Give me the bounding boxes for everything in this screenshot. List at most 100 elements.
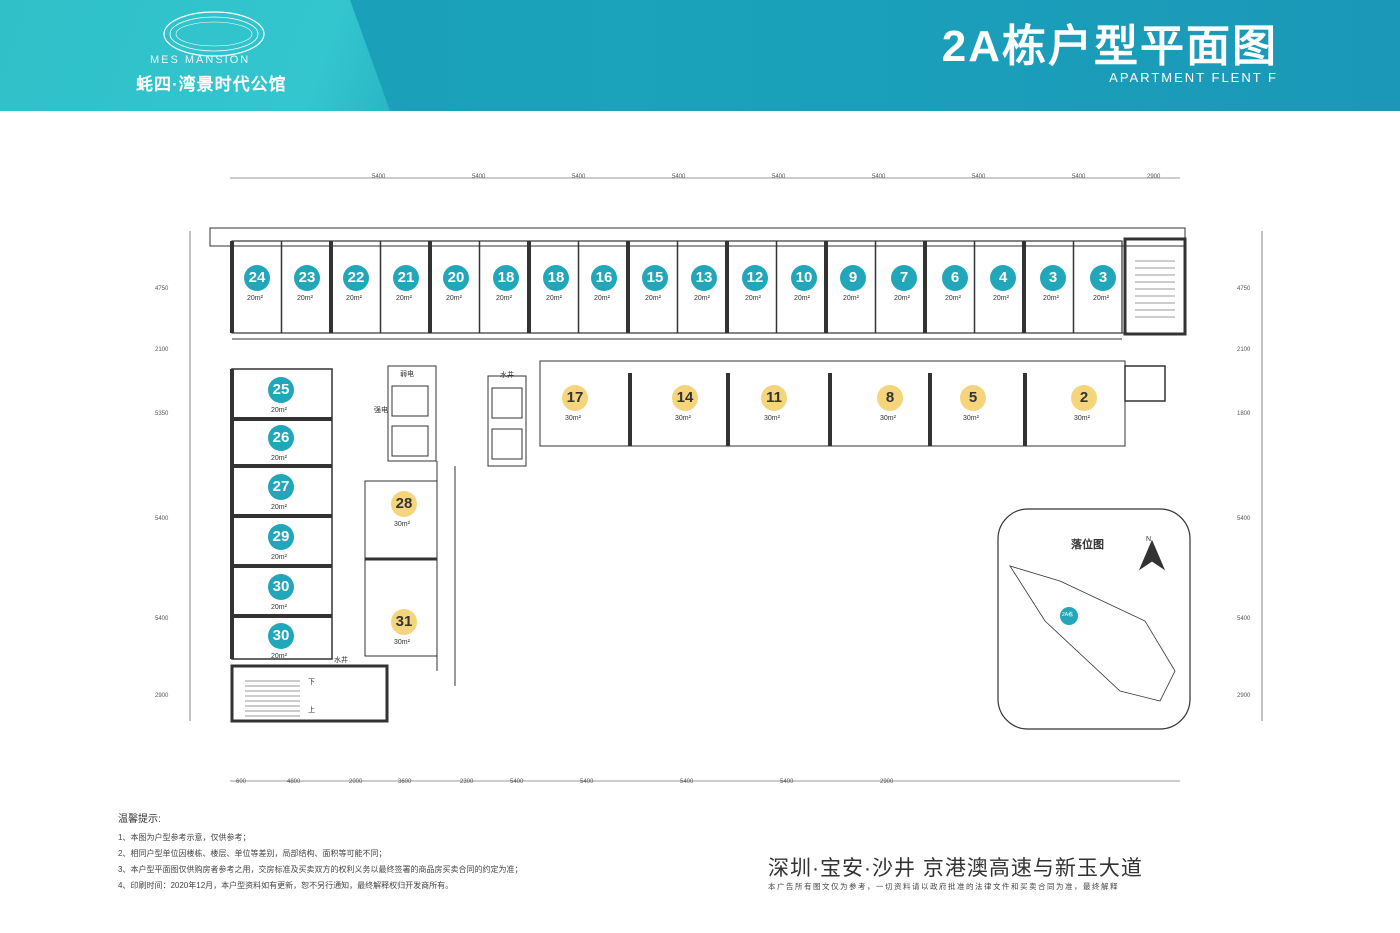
unit-badge-top-area: 20m² [297,295,313,302]
note-line: 1、本图为户型参考示意，仅供参考； [118,833,251,842]
brand-chinese: 蚝四·湾景时代公馆 [136,75,287,94]
project-location: 深圳·宝安·沙井 京港澳高速与新玉大道 [768,857,1143,880]
unit-badge-top-area: 20m² [694,295,710,302]
unit-badge-left-area: 20m² [271,407,287,414]
dimension-bottom: 5400 [580,779,594,785]
unit-badge-top-area: 20m² [1093,295,1109,302]
unit-badge-left: 29 [268,524,294,550]
unit-badge-left: 27 [268,474,294,500]
unit-badge-top-area: 20m² [1043,295,1059,302]
unit-badge-top: 15 [642,265,668,291]
unit-badge-mid: 14 [672,385,698,411]
unit-badge-top-area: 20m² [247,295,263,302]
unit-badge-top: 20 [443,265,469,291]
elevator-shaft [391,385,429,417]
dimension-left: 2100 [155,347,169,353]
note-line: 2、相同户型单位因楼栋、楼层、单位等差别，局部结构、面积等可能不同； [118,849,387,858]
dimension-top: 5400 [872,174,886,180]
unit-badge-top-area: 20m² [446,295,462,302]
unit-badge-mid-area: 30m² [963,415,979,422]
unit-badge-top: 18 [493,265,519,291]
unit-badge-mid: 2 [1071,385,1097,411]
unit-badge-top-area: 20m² [396,295,412,302]
unit-badge-left: 25 [268,377,294,403]
dimension-left: 2900 [155,693,169,699]
keymap-highlight [1060,607,1078,625]
elevator-core [387,365,437,462]
dimension-top: 2900 [1147,174,1161,180]
stair-block-bottom [230,664,389,723]
north-label: N [1146,536,1152,543]
keymap-title: 落位图 [1071,539,1104,551]
unit-badge-mid: 11 [761,385,787,411]
unit-badge-top-area: 20m² [843,295,859,302]
unit-badge-mid-area: 30m² [880,415,896,422]
unit-badge-top-area: 20m² [496,295,512,302]
brand-english: MES MANSION [150,54,251,66]
dimension-bottom: 5400 [510,779,524,785]
unit-badge-top: 23 [294,265,320,291]
unit-badge-left-area: 20m² [271,554,287,561]
unit-badge-left: 30 [268,623,294,649]
unit-badge-mid-area: 30m² [764,415,780,422]
stair-block-top [1123,237,1187,336]
strong-electric-label: 强电 [374,407,388,414]
unit-badge-mid-area: 30m² [565,415,581,422]
floor-plan-drawing [189,177,1263,782]
top-balcony-strip [209,227,1186,247]
keymap-site-outline [1009,565,1176,702]
unit-badge-core: 28 [391,491,417,517]
dimension-top: 5400 [972,174,986,180]
stair-down-label: 下 [308,679,315,686]
dimension-bottom: 2300 [460,779,474,785]
unit-badge-mid: 5 [960,385,986,411]
unit-badge-top: 7 [891,265,917,291]
dimension-left: 4750 [155,286,169,292]
unit-badge-top: 24 [244,265,270,291]
unit-badge-top-area: 20m² [546,295,562,302]
dimension-right: 5400 [1237,616,1251,622]
unit-badge-top: 4 [990,265,1016,291]
unit-badge-top: 6 [942,265,968,291]
header-banner: MES MANSION 蚝四·湾景时代公馆 2A栋户型平面图 APARTMENT… [0,0,1400,111]
keymap-tag: 2A栋 [1062,612,1074,618]
unit-badge-left: 30 [268,574,294,600]
unit-badge-left-area: 20m² [271,653,287,660]
unit-badge-top: 16 [591,265,617,291]
keymap-frame [997,508,1191,730]
unit-badge-mid: 17 [562,385,588,411]
unit-badge-mid-area: 30m² [675,415,691,422]
dimension-top: 5400 [572,174,586,180]
north-arrow-icon [1138,539,1166,571]
water-well-label-2: 水井 [334,657,348,664]
dimension-top: 5400 [772,174,786,180]
logo-ring-icon [163,11,265,57]
water-well-label: 水井 [500,372,514,379]
unit-badge-top: 18 [543,265,569,291]
stair-up-label: 上 [308,707,315,714]
unit-badge-top: 13 [691,265,717,291]
unit-badge-top-area: 20m² [346,295,362,302]
unit-badge-core: 31 [391,609,417,635]
dimension-left: 5400 [155,516,169,522]
notes-head: 温馨提示: [118,814,161,825]
unit-badge-top: 22 [343,265,369,291]
unit-badge-top: 9 [840,265,866,291]
unit-badge-top: 3 [1090,265,1116,291]
dimension-bottom: 4800 [287,779,301,785]
dimension-bottom: 2000 [349,779,363,785]
unit-badge-top: 10 [791,265,817,291]
dimension-top: 5400 [1072,174,1086,180]
page-title: 2A栋户型平面图 [941,22,1278,71]
dimension-top: 5400 [672,174,686,180]
elevator-core-2 [487,375,527,467]
dimension-bottom: 3600 [398,779,412,785]
elevator-shaft [391,425,429,457]
unit-badge-top-area: 20m² [745,295,761,302]
dimension-right: 2900 [1237,693,1251,699]
dimension-left: 5350 [155,411,169,417]
dimension-right: 2100 [1237,347,1251,353]
dimension-top: 5400 [372,174,386,180]
unit-badge-left-area: 20m² [271,604,287,611]
unit-badge-mid-area: 30m² [1074,415,1090,422]
